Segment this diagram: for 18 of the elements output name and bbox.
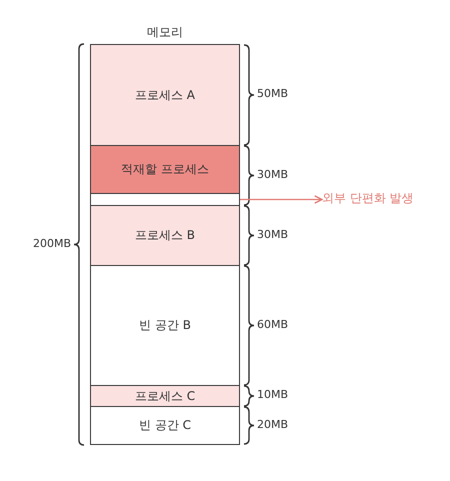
- size-label: 50MB: [257, 87, 288, 100]
- process-block: 프로세스 B: [90, 205, 240, 266]
- size-label: 60MB: [257, 318, 288, 330]
- free-space-block: 빈 공간 B: [90, 265, 240, 386]
- size-label: 200MB: [32, 236, 71, 250]
- annotation-text: 외부 단편화 발생: [322, 190, 432, 208]
- size-label: 30MB: [257, 168, 288, 180]
- free-space-block: 빈 공간 C: [90, 406, 240, 445]
- memory-column: [90, 24, 240, 445]
- process-block: 프로세스 A: [90, 44, 240, 146]
- process-block: 적재할 프로세스: [90, 145, 240, 194]
- process-block: 프로세스 C: [90, 385, 240, 407]
- heading: 메모리: [147, 24, 183, 41]
- free-space-gap: [90, 193, 240, 206]
- arrow: [240, 195, 323, 204]
- size-label: 10MB: [257, 388, 288, 401]
- size-label: 20MB: [257, 418, 288, 430]
- size-label: 30MB: [257, 228, 288, 240]
